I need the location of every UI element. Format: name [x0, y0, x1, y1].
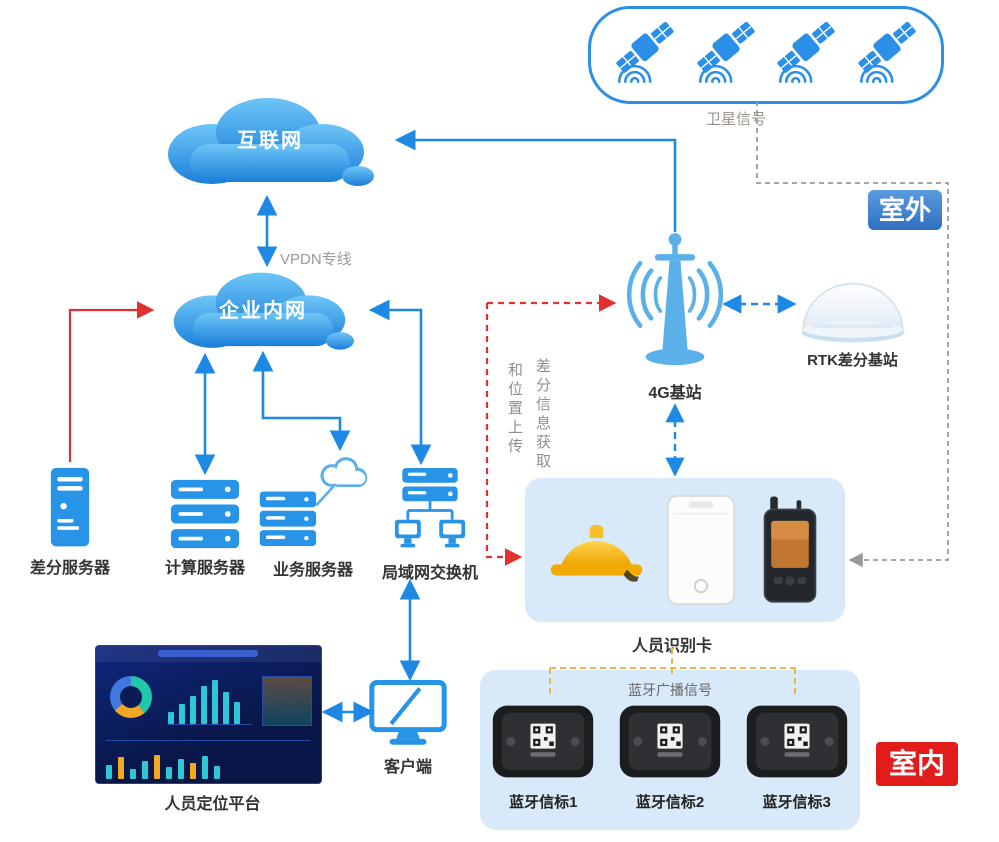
dash-bar-chart — [168, 676, 252, 725]
antenna-tower-icon — [627, 233, 723, 366]
satellite-icon — [697, 22, 755, 83]
dash-bar — [142, 761, 148, 779]
vpdn-label: VPDN专线 — [280, 251, 352, 268]
safety-helmet-icon — [550, 524, 643, 582]
dash-donut-chart — [110, 676, 152, 718]
dash-bar — [106, 765, 112, 779]
satellite-icon — [858, 22, 916, 83]
dash-area-chart — [262, 676, 312, 726]
satellite-signal-label: 卫星信号 — [706, 111, 767, 128]
lan-switch-icon — [394, 468, 466, 548]
platform-screenshot — [95, 645, 322, 784]
edge-4g-to-internet — [394, 129, 677, 232]
satellite-icon — [777, 22, 835, 83]
beacon-1: 蓝牙信标1 — [491, 700, 595, 812]
dash-bar — [190, 763, 196, 779]
dash-bar — [168, 712, 174, 724]
handheld-terminal-icon — [763, 496, 817, 603]
lan-switch-node: 局域网交换机 — [370, 466, 490, 583]
beacon-3-label: 蓝牙信标3 — [762, 794, 831, 811]
outdoor-badge: 室外 — [868, 190, 942, 230]
internet-cloud-label: 互联网 — [237, 130, 303, 152]
beacon-1-label: 蓝牙信标1 — [509, 794, 578, 811]
beacon-2: 蓝牙信标2 — [618, 700, 722, 812]
beacon-2-label: 蓝牙信标2 — [635, 794, 705, 811]
personnel-card-label: 人员识别卡 — [631, 638, 712, 655]
diff-server-node: 差分服务器 — [22, 466, 118, 578]
rtk-dome-icon — [801, 282, 904, 343]
bluetooth-beacon-icon — [493, 705, 594, 778]
intranet-cloud-label: 企业内网 — [219, 300, 307, 322]
base-station-4g-node: 4G基站 — [615, 225, 735, 403]
business-server-label: 业务服务器 — [272, 562, 353, 579]
client-node: 客户端 — [368, 680, 448, 777]
internet-cloud: 互联网 — [150, 88, 390, 198]
dash-bar — [130, 769, 136, 779]
vertical-text-diff-info: 差分信息获取 — [534, 358, 551, 472]
server-with-cloud-icon — [259, 457, 368, 546]
beacon-row: 蓝牙信标1 蓝牙信 — [480, 670, 860, 812]
diff-server-label: 差分服务器 — [29, 560, 110, 577]
dash-bar — [154, 755, 160, 779]
base-station-4g-label: 4G基站 — [648, 385, 702, 402]
dash-bar — [223, 692, 229, 724]
bluetooth-broadcast-label: 蓝牙广播信号 — [628, 682, 712, 698]
dash-bar — [178, 759, 184, 779]
dash-bar — [190, 696, 196, 724]
beacon-panel: 蓝牙广播信号 蓝牙信标 — [480, 670, 860, 830]
personnel-card-panel — [525, 478, 845, 622]
tower-server-icon — [50, 467, 90, 547]
lan-switch-label: 局域网交换机 — [381, 565, 478, 582]
intranet-cloud: 企业内网 — [158, 262, 368, 362]
dash-bar — [202, 756, 208, 779]
dash-title-block — [158, 650, 258, 657]
dash-bottom-strip — [106, 740, 310, 779]
dash-bar — [166, 767, 172, 779]
bluetooth-beacon-icon — [746, 705, 847, 778]
platform-label: 人员定位平台 — [164, 796, 261, 813]
satellite-group-box — [588, 6, 944, 104]
bluetooth-beacon-icon — [619, 705, 721, 778]
dash-bar — [212, 680, 218, 724]
edge-intranet-switch — [368, 299, 432, 466]
compute-server-node: 计算服务器 — [155, 478, 255, 578]
cloud-icon — [168, 98, 374, 186]
id-card-device-icon — [667, 494, 736, 606]
compute-server-label: 计算服务器 — [164, 560, 245, 577]
edge-intranet-business — [252, 350, 351, 452]
dash-bar — [118, 757, 124, 779]
indoor-badge: 室内 — [876, 742, 958, 786]
rack-server-icon — [170, 479, 240, 549]
business-server-node: 业务服务器 — [258, 452, 368, 580]
personnel-card-items — [525, 478, 845, 622]
beacon-3: 蓝牙信标3 — [745, 700, 849, 812]
dash-bar — [234, 702, 240, 724]
client-label: 客户端 — [383, 759, 432, 776]
edge-diffserver-intranet-red — [68, 301, 155, 462]
dash-bar — [214, 766, 220, 779]
rtk-station-label: RTK差分基站 — [807, 352, 898, 369]
rtk-station-node: RTK差分基站 — [790, 262, 915, 370]
dash-bar — [179, 704, 185, 724]
dash-donut-hole — [120, 686, 142, 708]
dash-bar — [201, 686, 207, 724]
satellite-icon — [616, 22, 674, 83]
cloud-icon — [173, 272, 354, 350]
monitor-icon — [369, 680, 447, 745]
vertical-text-upload: 和位置上传 — [506, 362, 523, 457]
